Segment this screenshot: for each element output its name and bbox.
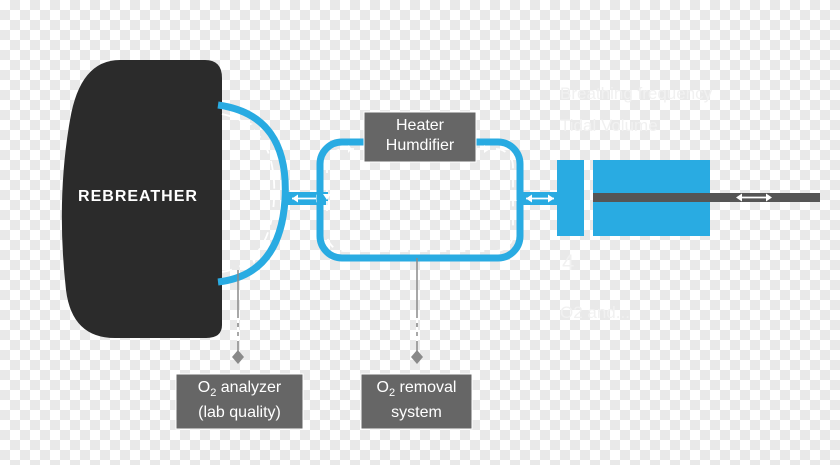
rebreather-loop [217,101,289,286]
connector-right [518,192,560,205]
heater-line2: Humdifier [385,137,455,154]
flow-arrow-icon [243,120,253,128]
analyzer-line1: O2 analyzer [197,379,282,400]
faint-text-breathing-frequency: Breathing frequency [560,84,713,103]
analyzer-line2: (lab quality) [198,404,281,422]
flow-arrow-icon [509,195,517,201]
diamond-connector-icon [232,350,244,364]
flow-arrow-icon [250,254,258,264]
o2-analyzer-box [175,373,304,430]
removal-line2: system [391,404,442,422]
flow-arrow-icon [348,145,352,153]
heater-humidifier-label: Heater Humdifier [364,116,476,156]
removal-line1: O2 removal [376,379,457,400]
flow-arrow-icon [323,194,331,200]
o2-removal-label: O2 removal system [361,378,472,423]
o2-analyzer-label: O2 analyzer (lab quality) [176,378,303,423]
analyzer-connector [232,270,244,364]
o2-removal-box [360,373,473,430]
removal-connector [411,258,423,364]
faint-text-tidal-volume: Tidal Volume [560,116,658,135]
diamond-connector-icon [411,350,423,364]
piston-pump [557,160,820,236]
heater-humidifier-box [363,111,477,163]
flow-arrow-icon [484,145,490,153]
heater-line1: Heater [395,117,445,134]
double-arrow-icon [292,194,322,203]
double-arrow-icon [526,194,554,203]
faint-text-number: 4 [562,250,575,275]
rebreather-body [61,60,223,338]
faint-text-o2: O2 and... [560,303,630,322]
rebreather-label: REBREATHER [78,188,198,205]
